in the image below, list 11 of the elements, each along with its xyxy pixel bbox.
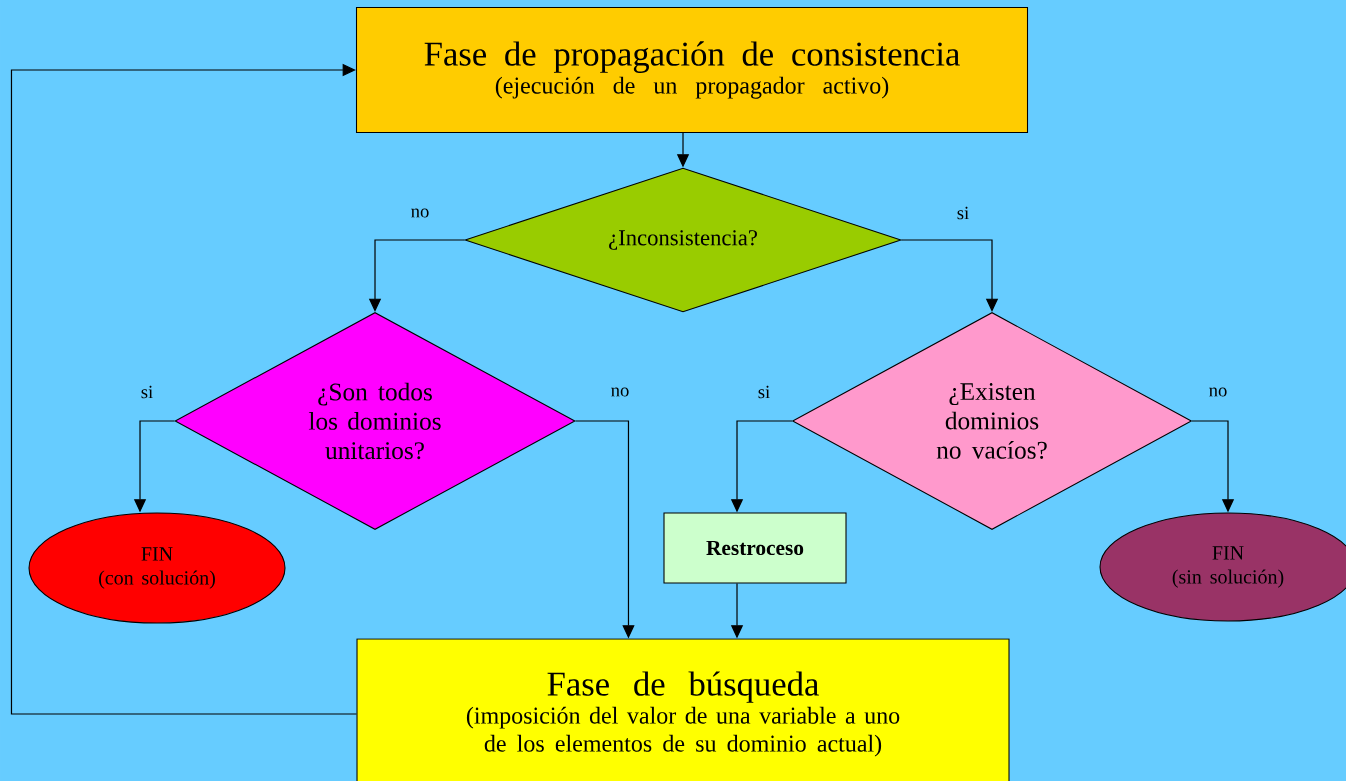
- arrow: [900, 239, 999, 312]
- process-box: Fase de propagación de consistencia (ejecución de un propagador activo): [355, 6, 1029, 134]
- edge-label: no: [411, 208, 429, 218]
- edge-label: si: [141, 385, 153, 399]
- process-box: Fase de búsqueda (imposición del valor de una variable a uno de los elementos de su dominio actual): [356, 638, 1010, 781]
- arrow: [10, 63, 358, 715]
- edge-label: si: [758, 385, 770, 399]
- edge-label: no: [611, 387, 629, 397]
- edge-label: si: [957, 206, 969, 220]
- process-box: Restroceso: [663, 512, 847, 584]
- edge-label: no: [1209, 387, 1227, 397]
